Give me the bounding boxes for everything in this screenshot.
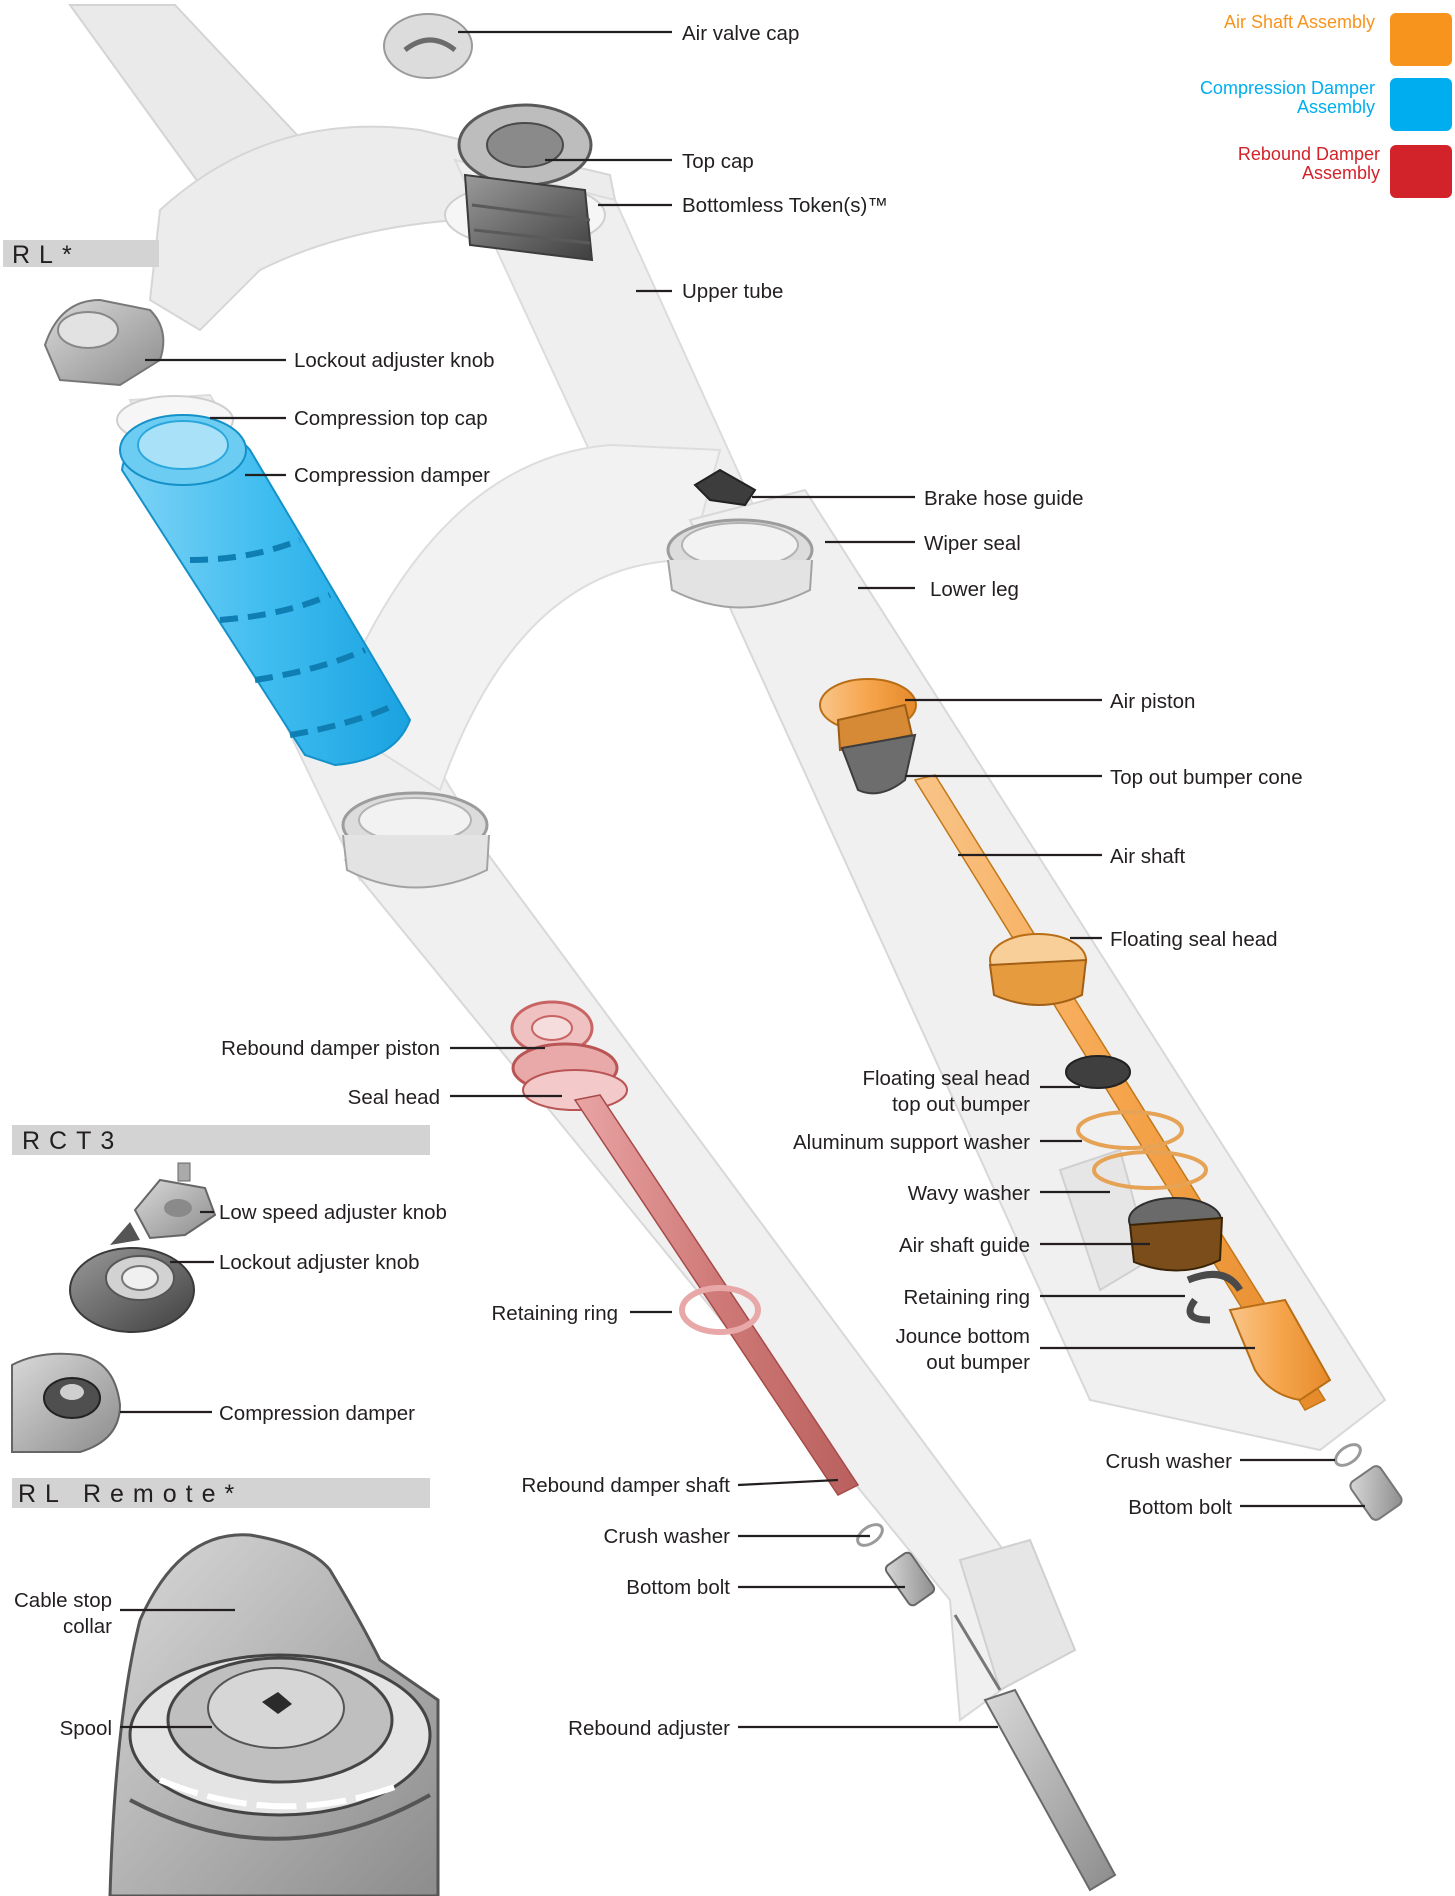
section-rl: RL*	[3, 240, 159, 269]
label-air-shaft: Air shaft	[1110, 845, 1185, 868]
legend-swatch-compression	[1390, 78, 1452, 131]
label-retaining-ring-right: Retaining ring	[904, 1286, 1031, 1309]
section-rl-remote: RL Remote*	[12, 1478, 430, 1508]
label-jounce-2: out bumper	[926, 1351, 1030, 1374]
label-brake-hose-guide: Brake hose guide	[924, 487, 1084, 510]
label-air-piston: Air piston	[1110, 690, 1195, 713]
legend-compression-label-1: Compression Damper	[1200, 78, 1375, 98]
label-rebound-damper-shaft: Rebound damper shaft	[521, 1474, 730, 1497]
label-jounce-1: Jounce bottom	[896, 1325, 1030, 1348]
label-crush-washer-left: Crush washer	[604, 1525, 731, 1548]
label-lockout-adjuster-knob-rct3: Lockout adjuster knob	[219, 1251, 420, 1274]
lockout-knob-rl-part	[45, 300, 163, 385]
label-air-valve-cap: Air valve cap	[682, 22, 799, 45]
legend: Air Shaft Assembly Compression Damper As…	[1200, 12, 1452, 198]
rebound-damper-part	[512, 1002, 858, 1495]
label-bottom-bolt-left: Bottom bolt	[626, 1576, 730, 1599]
label-cable-stop-1: Cable stop	[14, 1589, 112, 1612]
legend-swatch-rebound	[1390, 145, 1452, 198]
section-rct3: RCT3	[12, 1125, 430, 1155]
bottom-hardware-right	[1332, 1440, 1404, 1522]
label-fsh-top-out-2: top out bumper	[892, 1093, 1030, 1116]
label-aluminum-support-washer: Aluminum support washer	[793, 1131, 1030, 1154]
legend-air-label: Air Shaft Assembly	[1224, 12, 1375, 32]
label-wiper-seal: Wiper seal	[924, 532, 1021, 555]
label-cable-stop-2: collar	[63, 1615, 112, 1638]
label-compression-damper-rct3: Compression damper	[219, 1402, 415, 1425]
label-upper-tube: Upper tube	[682, 280, 783, 303]
label-spool: Spool	[60, 1717, 112, 1740]
rct3-low-speed-knob-part	[135, 1163, 215, 1238]
label-floating-seal-head: Floating seal head	[1110, 928, 1278, 951]
label-lockout-adjuster-knob: Lockout adjuster knob	[294, 349, 495, 372]
label-low-speed-adjuster-knob: Low speed adjuster knob	[219, 1201, 447, 1224]
label-crush-washer-right: Crush washer	[1106, 1450, 1233, 1473]
label-top-out-bumper-cone: Top out bumper cone	[1110, 766, 1303, 789]
air-valve-cap-part	[384, 14, 472, 78]
legend-rebound-label-1: Rebound Damper	[1238, 144, 1380, 164]
label-seal-head: Seal head	[348, 1086, 440, 1109]
label-rebound-damper-piston: Rebound damper piston	[221, 1037, 440, 1060]
label-bottomless-tokens: Bottomless Token(s)™	[682, 194, 888, 217]
label-wavy-washer: Wavy washer	[908, 1182, 1030, 1205]
legend-compression-label-2: Assembly	[1297, 97, 1375, 117]
label-top-cap: Top cap	[682, 150, 754, 173]
label-retaining-ring-left: Retaining ring	[492, 1302, 619, 1325]
section-rl-label: RL*	[12, 241, 81, 269]
section-rl-remote-label: RL Remote*	[18, 1480, 243, 1508]
rct3-compression-damper-part	[12, 1354, 120, 1452]
label-fsh-top-out-1: Floating seal head	[862, 1067, 1030, 1090]
label-bottom-bolt-right: Bottom bolt	[1128, 1496, 1232, 1519]
wiper-seal-left-part	[343, 793, 489, 888]
section-rct3-label: RCT3	[22, 1127, 123, 1155]
legend-swatch-air	[1390, 13, 1452, 66]
label-compression-top-cap: Compression top cap	[294, 407, 488, 430]
label-air-shaft-guide: Air shaft guide	[899, 1234, 1030, 1257]
wiper-seal-right-part	[668, 520, 812, 608]
label-lower-leg: Lower leg	[930, 578, 1019, 601]
rct3-lockout-knob-part	[70, 1222, 194, 1332]
legend-rebound-label-2: Assembly	[1302, 163, 1380, 183]
label-rebound-adjuster: Rebound adjuster	[568, 1717, 730, 1740]
label-compression-damper: Compression damper	[294, 464, 490, 487]
rl-remote-part	[110, 1535, 438, 1896]
